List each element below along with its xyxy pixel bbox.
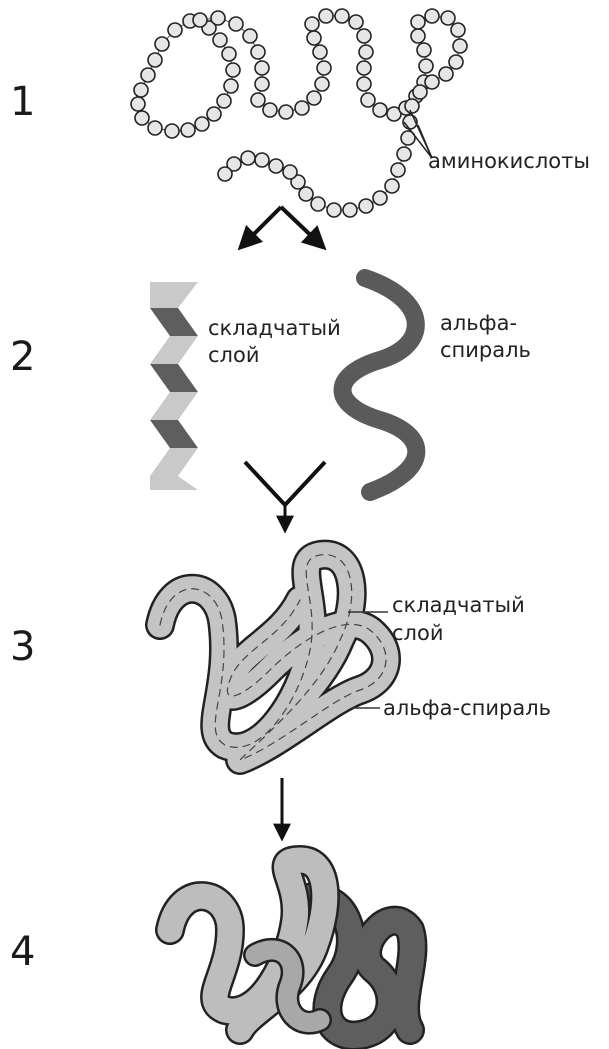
amino-acid-bead xyxy=(207,107,221,121)
level-number-4: 4 xyxy=(10,929,35,975)
amino-acid-bead xyxy=(343,203,357,217)
amino-acid-bead xyxy=(307,91,321,105)
amino-acid-bead xyxy=(211,11,225,25)
level-number-3: 3 xyxy=(10,624,35,670)
amino-acid-bead xyxy=(441,11,455,25)
amino-acid-bead xyxy=(359,199,373,213)
amino-acid-bead xyxy=(295,101,309,115)
pleated-sheet-3-label-line1: складчатый xyxy=(392,593,525,617)
amino-acid-bead xyxy=(425,75,439,89)
amino-acid-bead xyxy=(419,59,433,73)
alpha-helix-label-line2: спираль xyxy=(440,338,531,362)
amino-acid-bead xyxy=(373,191,387,205)
amino-acid-bead xyxy=(135,111,149,125)
amino-acid-bead xyxy=(283,165,297,179)
amino-acid-bead xyxy=(357,61,371,75)
amino-acid-bead xyxy=(193,13,207,27)
quaternary-structure-shape xyxy=(170,860,412,1036)
pleated-sheet-label-line1: складчатый xyxy=(208,316,341,340)
amino-acid-bead xyxy=(263,103,277,117)
amino-acid-bead xyxy=(319,9,333,23)
amino-acid-bead xyxy=(226,63,240,77)
amino-acid-bead xyxy=(313,45,327,59)
alpha-helix-shape xyxy=(343,278,417,492)
amino-acid-bead xyxy=(251,93,265,107)
level-number-1: 1 xyxy=(10,79,35,125)
amino-acid-bead xyxy=(131,97,145,111)
amino-acid-bead xyxy=(241,151,255,165)
arrow-to-helix xyxy=(281,207,323,247)
amino-acid-bead xyxy=(251,45,265,59)
amino-acid-bead xyxy=(335,9,349,23)
amino-acid-chain xyxy=(131,9,467,217)
amino-acid-bead xyxy=(305,17,319,31)
amino-acid-bead xyxy=(148,53,162,67)
amino-acid-bead xyxy=(385,179,399,193)
amino-acid-bead xyxy=(181,123,195,137)
amino-acid-bead xyxy=(453,39,467,53)
amino-acid-bead xyxy=(279,105,293,119)
amino-acid-bead xyxy=(315,77,329,91)
amino-acid-bead xyxy=(439,67,453,81)
amino-acid-bead xyxy=(357,77,371,91)
amino-acid-bead xyxy=(349,15,363,29)
amino-acid-bead xyxy=(411,15,425,29)
amino-acid-bead xyxy=(451,23,465,37)
amino-acid-bead xyxy=(411,29,425,43)
amino-acid-bead xyxy=(155,37,169,51)
tertiary-structure-shape xyxy=(160,555,386,760)
amino-acid-bead xyxy=(255,153,269,167)
amino-acid-bead xyxy=(229,17,243,31)
amino-acid-bead xyxy=(141,68,155,82)
amino-acid-bead xyxy=(168,23,182,37)
amino-acid-bead xyxy=(213,33,227,47)
amino-acid-bead xyxy=(361,93,375,107)
level-number-2: 2 xyxy=(10,334,35,380)
amino-acid-bead xyxy=(311,197,325,211)
amino-acid-bead xyxy=(417,43,431,57)
amino-acid-bead xyxy=(269,159,283,173)
amino-acid-bead xyxy=(222,47,236,61)
amino-acid-bead xyxy=(148,121,162,135)
amino-acid-bead xyxy=(357,29,371,43)
amino-acid-bead xyxy=(391,163,405,177)
pleated-sheet-shape xyxy=(150,282,198,490)
merge-arrow xyxy=(245,462,325,505)
amino-acid-bead xyxy=(359,45,373,59)
amino-acid-bead xyxy=(373,103,387,117)
amino-acid-bead xyxy=(134,83,148,97)
amino-acid-bead xyxy=(243,29,257,43)
amino-acid-bead xyxy=(195,117,209,131)
arrow-to-sheet xyxy=(241,207,281,247)
amino-acid-bead xyxy=(425,9,439,23)
amino-acid-bead xyxy=(165,124,179,138)
amino-acids-label: аминокислоты xyxy=(428,149,590,173)
amino-acid-bead xyxy=(217,94,231,108)
alpha-helix-3-label: альфа-спираль xyxy=(383,696,551,720)
amino-acid-bead xyxy=(449,55,463,69)
alpha-helix-label-line1: альфа- xyxy=(440,311,517,335)
pleated-sheet-3-label-line2: слой xyxy=(392,621,443,645)
amino-acid-bead xyxy=(397,147,411,161)
amino-acid-bead xyxy=(218,167,232,181)
amino-acid-bead xyxy=(255,61,269,75)
amino-acid-bead xyxy=(413,85,427,99)
pleated-sheet-label-line2: слой xyxy=(208,343,259,367)
amino-acid-bead xyxy=(307,31,321,45)
amino-acid-bead xyxy=(255,77,269,91)
amino-acid-bead xyxy=(405,99,419,113)
amino-acid-bead xyxy=(317,61,331,75)
amino-acid-bead xyxy=(224,79,238,93)
amino-acid-bead xyxy=(327,203,341,217)
